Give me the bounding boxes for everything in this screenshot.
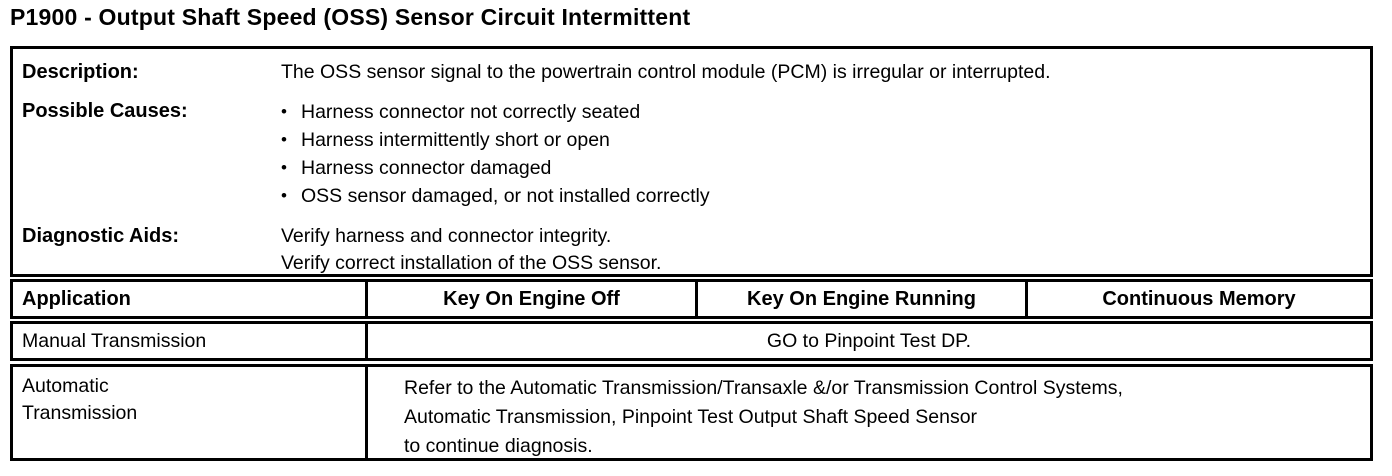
dtc-title: P1900 - Output Shaft Speed (OSS) Sensor … bbox=[10, 4, 691, 30]
header-continuous-memory: Continuous Memory bbox=[1025, 282, 1370, 316]
manual-transmission-action: GO to Pinpoint Test DP. bbox=[365, 324, 1370, 358]
automatic-transmission-action: Refer to the Automatic Transmission/Tran… bbox=[365, 367, 1370, 461]
diagnostic-aid-line: Verify correct installation of the OSS s… bbox=[281, 252, 662, 274]
possible-cause-item: Harness connector not correctly seated bbox=[281, 98, 1370, 126]
diagnostic-aids-row: Diagnostic Aids: Verify harness and conn… bbox=[13, 223, 1370, 277]
possible-cause-item: Harness intermittently short or open bbox=[281, 126, 1370, 154]
header-application: Application bbox=[22, 287, 131, 310]
manual-transmission-label: Manual Transmission bbox=[22, 329, 207, 352]
application-table-header: Application Key On Engine Off Key On Eng… bbox=[10, 279, 1373, 319]
automatic-transmission-row: Automatic Transmission Refer to the Auto… bbox=[10, 364, 1373, 461]
automatic-transmission-action-line: Automatic Transmission, Pinpoint Test Ou… bbox=[404, 406, 978, 428]
possible-causes-row: Possible Causes: Harness connector not c… bbox=[13, 98, 1370, 210]
description-row: Description: The OSS sensor signal to th… bbox=[13, 59, 1370, 85]
possible-cause-item: OSS sensor damaged, or not installed cor… bbox=[281, 182, 1370, 210]
diagnostic-aids-text: Verify harness and connector integrity. … bbox=[281, 223, 1370, 277]
manual-transmission-row: Manual Transmission GO to Pinpoint Test … bbox=[10, 321, 1373, 361]
automatic-transmission-action-line: to continue diagnosis. bbox=[404, 435, 593, 457]
possible-causes-label: Possible Causes: bbox=[22, 100, 188, 122]
header-key-on-engine-off: Key On Engine Off bbox=[365, 282, 695, 316]
info-section: Description: The OSS sensor signal to th… bbox=[10, 46, 1373, 277]
possible-cause-item: Harness connector damaged bbox=[281, 154, 1370, 182]
dtc-table: Description: The OSS sensor signal to th… bbox=[10, 46, 1373, 461]
automatic-transmission-action-line: Refer to the Automatic Transmission/Tran… bbox=[404, 377, 1123, 399]
possible-causes-list: Harness connector not correctly seated H… bbox=[281, 98, 1370, 210]
header-key-on-engine-running: Key On Engine Running bbox=[695, 282, 1025, 316]
description-label: Description: bbox=[22, 61, 139, 83]
automatic-transmission-label-line: Automatic bbox=[22, 375, 109, 397]
diagnostic-aid-line: Verify harness and connector integrity. bbox=[281, 225, 612, 247]
description-text: The OSS sensor signal to the powertrain … bbox=[281, 61, 1051, 83]
automatic-transmission-label: Automatic Transmission bbox=[13, 367, 365, 461]
diagnostic-aids-label: Diagnostic Aids: bbox=[22, 225, 180, 247]
automatic-transmission-label-line: Transmission bbox=[22, 402, 138, 424]
